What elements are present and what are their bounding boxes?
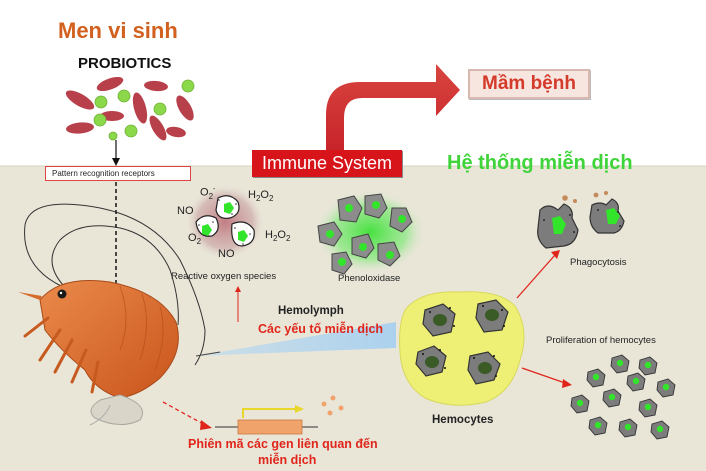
h2o2-top-label: H2O2: [248, 189, 273, 203]
prr-label: Pattern recognition receptors: [45, 166, 191, 181]
probiotics-en-title: PROBIOTICS: [78, 55, 172, 72]
proliferation-arrowhead: [562, 379, 572, 388]
h2o2-top-sub1: 2: [255, 194, 261, 204]
phenoloxidase-cluster: [314, 190, 426, 275]
immune-system-vi-label: Hệ thống miễn dịch: [447, 152, 633, 174]
o2-left-base: O: [188, 232, 197, 244]
prr-arrowhead: [112, 158, 120, 166]
transcription-arrowhead: [200, 420, 212, 430]
immune-factors-vi-label: Các yếu tố miễn dịch: [258, 322, 384, 336]
o2-left-sub: 2: [196, 237, 202, 247]
shrimp-antennae: [24, 203, 206, 366]
phenoloxidase-label: Phenoloxidase: [338, 273, 401, 284]
superoxide-base: O: [200, 186, 209, 199]
hemocyte-blob: [399, 291, 525, 406]
h2o2-right-h: H: [265, 229, 273, 241]
transcription-vi-label-line2: miễn dịch: [258, 453, 317, 467]
hemolymph-label: Hemolymph: [278, 305, 344, 317]
transcription-arrow: [162, 401, 206, 426]
pathogen-arrow: [326, 64, 460, 150]
h2o2-right-sub1: 2: [272, 234, 278, 244]
ros-arrowhead: [235, 286, 241, 292]
pathogen-label: Mầm bệnh: [468, 69, 590, 99]
ros-cluster: [185, 184, 265, 260]
superoxide-sub: 2: [208, 191, 214, 201]
hemolymph-beam: [196, 322, 396, 356]
no-left-label: NO: [177, 205, 194, 217]
phagocytosis-label: Phagocytosis: [570, 257, 627, 268]
shrimp: [18, 279, 179, 426]
proliferation-cluster: [570, 354, 676, 440]
h2o2-top-h: H: [248, 189, 256, 201]
hemocytes-label: Hemocytes: [432, 414, 494, 426]
phagocytosis-arrowhead: [551, 250, 560, 259]
proliferation-label: Proliferation of hemocytes: [546, 335, 656, 346]
probiotic-bacteria: [65, 76, 195, 141]
gene-transcription: [215, 395, 344, 435]
superoxide-sup: -: [213, 186, 216, 193]
superoxide-label: O2-: [200, 186, 215, 201]
h2o2-right-o: O: [277, 229, 286, 241]
h2o2-top-sub2: 2: [268, 194, 274, 204]
probiotics-vi-title: Men vi sinh: [58, 18, 178, 43]
h2o2-top-o: O: [260, 189, 269, 201]
o2-left-label: O2: [188, 232, 201, 246]
h2o2-right-label: H2O2: [265, 229, 290, 243]
phagocytosis-cells: [537, 191, 625, 249]
beam-tip: [195, 351, 221, 357]
no-bottom-label: NO: [218, 248, 235, 260]
proliferation-arrow: [521, 367, 566, 384]
h2o2-right-sub2: 2: [285, 234, 291, 244]
ros-label: Reactive oxygen species: [171, 271, 277, 282]
immune-system-label: Immune System: [252, 150, 403, 177]
phagocytosis-arrow: [516, 254, 556, 299]
transcription-vi-label-line1: Phiên mã các gen liên quan đến: [188, 437, 378, 451]
